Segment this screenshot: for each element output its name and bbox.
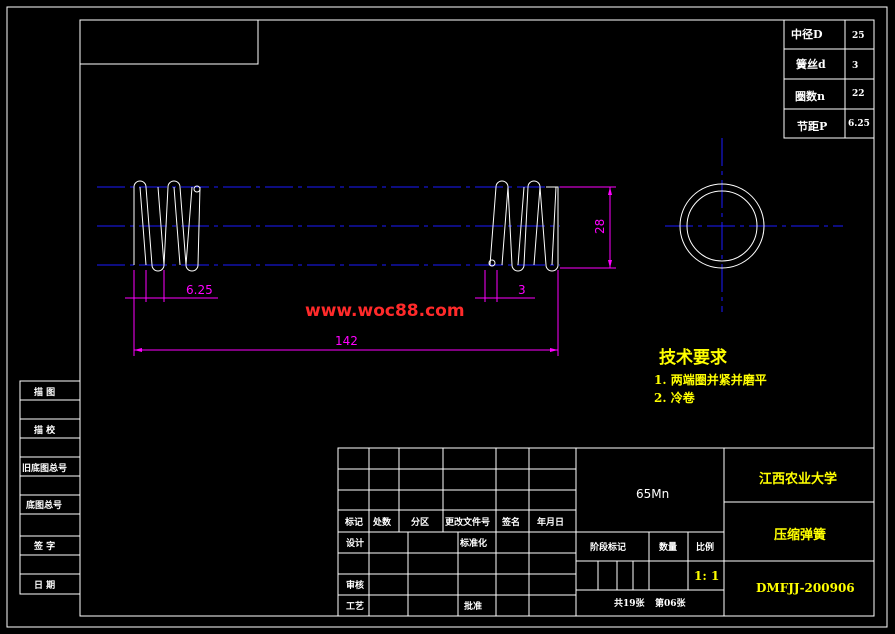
side-label-signature: 签 字	[33, 540, 55, 552]
end-view-outer-ring	[679, 183, 765, 269]
side-label-column: 描 图 描 校 旧底图总号 底图总号 签 字 日 期	[19, 380, 81, 595]
tb-qty: 数量	[659, 541, 677, 553]
spring-right-coils	[488, 180, 559, 272]
center-lines	[97, 138, 843, 312]
param-label-wire-diameter: 簧丝d	[796, 57, 826, 71]
tb-design: 设计	[346, 537, 364, 549]
title-block	[337, 447, 875, 617]
tb-drawing-no: DMFJJ-200906	[756, 581, 855, 595]
parameter-table: 中径D 25 簧丝d 3 圈数n 22 节距P 6.25	[783, 19, 875, 139]
tb-approve: 批准	[464, 600, 482, 612]
tb-scale-label: 比例	[696, 541, 714, 553]
code-box	[79, 19, 259, 65]
requirements-title: 技术要求	[659, 347, 727, 368]
outer-border	[6, 6, 888, 628]
tb-mark: 标记	[344, 516, 363, 528]
param-value-coils: 22	[852, 89, 865, 99]
tb-scale: 1: 1	[694, 569, 719, 583]
tb-sheet: 第06张	[655, 597, 687, 609]
param-value-pitch: 6.25	[848, 119, 870, 129]
tb-zone: 分区	[411, 516, 429, 528]
dim-pitch: 6.25	[186, 283, 213, 297]
param-label-mean-diameter: 中径D	[791, 27, 823, 41]
tb-standard: 标准化	[459, 537, 487, 549]
side-label-base-no: 底图总号	[26, 499, 62, 511]
tb-stage: 阶段标记	[590, 541, 626, 553]
tb-review: 审核	[346, 579, 364, 591]
requirement-item-1: 1. 两端圈并紧并磨平	[654, 372, 767, 387]
param-value-wire-diameter: 3	[852, 61, 858, 71]
param-label-coils: 圈数n	[795, 89, 825, 103]
param-label-pitch: 节距P	[797, 119, 827, 133]
tb-date: 年月日	[537, 516, 564, 528]
dim-wire: 3	[518, 283, 526, 297]
side-label-trace: 描 图	[34, 386, 55, 398]
tb-part-name: 压缩弹簧	[774, 527, 826, 543]
param-value-mean-diameter: 25	[852, 31, 865, 41]
dimension-lines	[125, 186, 616, 356]
side-label-old-no: 旧底图总号	[22, 462, 67, 474]
tb-material: 65Mn	[636, 487, 669, 501]
dim-diameter: 28	[593, 219, 607, 234]
tb-sign: 签名	[501, 516, 520, 528]
side-label-date: 日 期	[34, 579, 55, 591]
tb-sheets: 共19张	[614, 597, 646, 609]
tb-count: 处数	[372, 516, 392, 528]
watermark: www.woc88.com	[305, 301, 465, 321]
requirement-item-2: 2. 冷卷	[654, 390, 696, 405]
tb-university: 江西农业大学	[759, 471, 837, 487]
tb-doc: 更改文件号	[445, 516, 490, 528]
side-label-trace-check: 描 校	[34, 424, 56, 436]
spring-left-coils	[133, 180, 201, 272]
tb-process: 工艺	[346, 600, 364, 612]
dim-length: 142	[335, 334, 358, 348]
end-view-inner-ring	[686, 190, 758, 262]
